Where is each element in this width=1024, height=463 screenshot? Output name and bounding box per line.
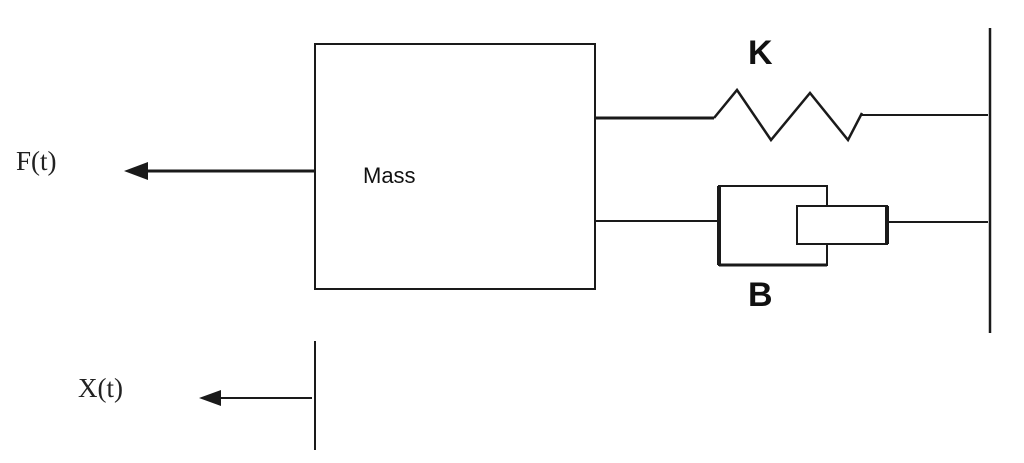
spring-label: K	[748, 34, 773, 72]
displacement-label: X(t)	[78, 373, 123, 403]
force-label: F(t)	[16, 146, 57, 176]
mass-block	[314, 43, 596, 290]
mass-label: Mass	[363, 163, 416, 188]
damper-piston	[796, 205, 888, 245]
spring-coil	[713, 87, 864, 143]
displacement-arrow-head	[199, 390, 221, 406]
damper-label: B	[748, 276, 773, 314]
force-arrow-head	[124, 162, 148, 180]
